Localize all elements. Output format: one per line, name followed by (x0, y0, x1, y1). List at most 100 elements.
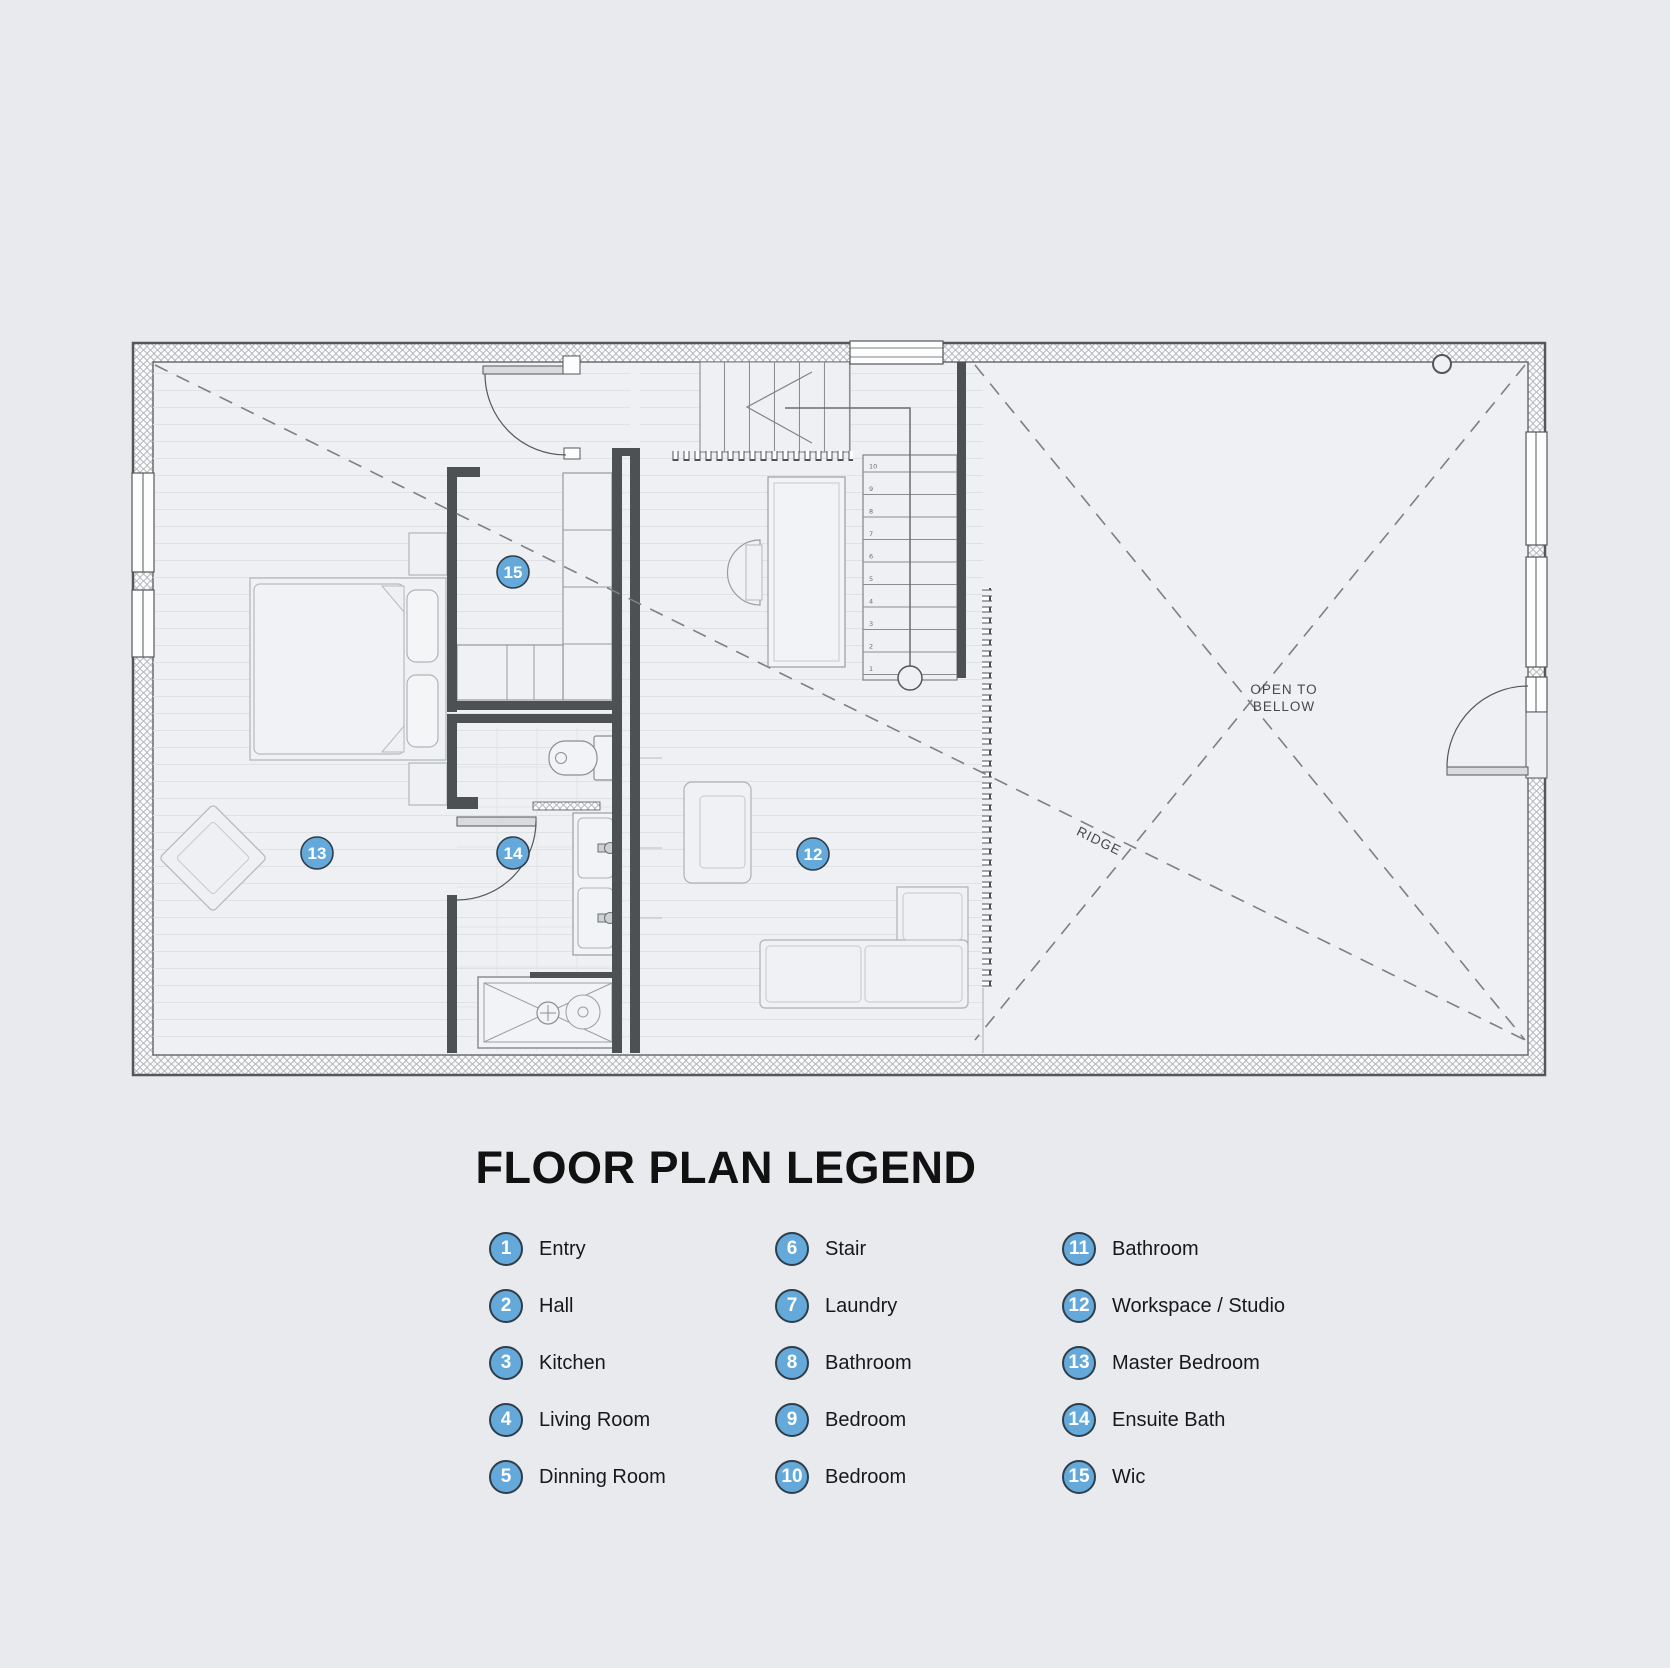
legend-label-kitchen: Kitchen (539, 1351, 606, 1374)
windows-right (1525, 431, 1548, 713)
fixture-centerlines (640, 757, 662, 919)
nightstand (408, 532, 448, 576)
hall-door (482, 365, 567, 456)
legend-label-bedroom-9: Bedroom (825, 1408, 907, 1431)
legend-item-workspace-studio: 12 Workspace / Studio (1062, 1289, 1285, 1323)
legend-badge-7: 7 (775, 1289, 809, 1323)
stair-step-numbers: 1 2 3 4 5 6 7 8 9 10 (869, 463, 877, 674)
legend-badge-12: 12 (1062, 1289, 1096, 1323)
legend-badge-15: 15 (1062, 1460, 1096, 1494)
room-marker-12-number: 12 (804, 845, 823, 864)
legend-badge-8: 8 (775, 1346, 809, 1380)
legend-item-hall: 2 Hall (489, 1289, 666, 1323)
legend-column-3: 11 Bathroom 12 Workspace / Studio 13 Mas… (1062, 1232, 1285, 1517)
desk-chair (726, 539, 763, 606)
legend-item-master-bedroom: 13 Master Bedroom (1062, 1346, 1285, 1380)
ensuite-door (456, 816, 537, 901)
windows-left (131, 472, 155, 658)
bed (249, 577, 447, 761)
stair-step-number: 2 (869, 643, 873, 651)
legend-badge-11: 11 (1062, 1232, 1096, 1266)
legend-badge-2: 2 (489, 1289, 523, 1323)
stair-step-number: 9 (869, 485, 873, 493)
legend-label-bathroom-8: Bathroom (825, 1351, 912, 1374)
legend-label-bathroom-11: Bathroom (1112, 1237, 1199, 1260)
door-jamb (563, 447, 581, 460)
legend-item-dinning-room: 5 Dinning Room (489, 1460, 666, 1494)
stair-step-number: 7 (869, 530, 873, 538)
column-symbol (1432, 354, 1452, 374)
legend-badge-14: 14 (1062, 1403, 1096, 1437)
room-marker-13-number: 13 (308, 844, 327, 863)
room-marker-14-number: 14 (504, 844, 523, 863)
legend-badge-4: 4 (489, 1403, 523, 1437)
legend-badge-10: 10 (775, 1460, 809, 1494)
legend-label-dinning-room: Dinning Room (539, 1465, 666, 1488)
legend-badge-3: 3 (489, 1346, 523, 1380)
legend-column-2: 6 Stair 7 Laundry 8 Bathroom 9 Bedroom 1… (775, 1232, 912, 1517)
legend-label-entry: Entry (539, 1237, 586, 1260)
interior-walls (447, 362, 966, 1053)
open-to-below-label-line2: BELLOW (1253, 699, 1315, 714)
room-marker-12: 12 (796, 837, 830, 871)
room-marker-13: 13 (300, 836, 334, 870)
open-to-below-label-line1: OPEN TO (1250, 682, 1317, 697)
legend-item-bedroom-9: 9 Bedroom (775, 1403, 912, 1437)
workspace-armchair (683, 781, 752, 884)
stair-step-number: 6 (869, 553, 873, 561)
bedroom-armchair (160, 805, 266, 911)
toilet (548, 735, 618, 781)
closet-shelving (456, 472, 613, 701)
exterior-door-right (1446, 685, 1548, 779)
legend-badge-5: 5 (489, 1460, 523, 1494)
legend-item-bedroom-10: 10 Bedroom (775, 1460, 912, 1494)
sofa (759, 886, 969, 1009)
railing-balusters-top (668, 451, 853, 461)
legend-label-master-bedroom: Master Bedroom (1112, 1351, 1260, 1374)
nightstand (408, 762, 448, 806)
stair-step-number: 3 (869, 620, 873, 628)
legend-badge-1: 1 (489, 1232, 523, 1266)
desk (767, 476, 846, 668)
pillow (406, 589, 439, 663)
legend-label-laundry: Laundry (825, 1294, 898, 1317)
shower (477, 976, 619, 1049)
legend-label-ensuite-bath: Ensuite Bath (1112, 1408, 1226, 1431)
stair-step-number: 8 (869, 508, 873, 516)
legend-item-stair: 6 Stair (775, 1232, 912, 1266)
legend-item-living-room: 4 Living Room (489, 1403, 666, 1437)
room-marker-14: 14 (496, 836, 530, 870)
stair-step-number: 10 (869, 463, 877, 471)
legend-item-bathroom-11: 11 Bathroom (1062, 1232, 1285, 1266)
legend-label-hall: Hall (539, 1294, 574, 1317)
vanity-sinks (572, 812, 619, 956)
stair-rail (785, 407, 911, 678)
room-marker-15-number: 15 (504, 563, 523, 582)
legend-item-ensuite-bath: 14 Ensuite Bath (1062, 1403, 1285, 1437)
legend-label-wic: Wic (1112, 1465, 1146, 1488)
legend-column-1: 1 Entry 2 Hall 3 Kitchen 4 Living Room 5… (489, 1232, 666, 1517)
legend-label-bedroom-10: Bedroom (825, 1465, 907, 1488)
legend-label-workspace-studio: Workspace / Studio (1112, 1294, 1286, 1317)
stair-step-number: 1 (869, 665, 873, 673)
stair-newel-post (897, 665, 923, 691)
pony-wall (532, 801, 601, 811)
legend-item-bathroom-8: 8 Bathroom (775, 1346, 912, 1380)
legend-item-wic: 15 Wic (1062, 1460, 1285, 1494)
stair-break-arrow (745, 371, 813, 444)
dashed-lines (154, 364, 1526, 1041)
railing-balusters-right (982, 588, 992, 988)
legend-item-laundry: 7 Laundry (775, 1289, 912, 1323)
legend-label-living-room: Living Room (539, 1408, 651, 1431)
legend-badge-13: 13 (1062, 1346, 1096, 1380)
room-marker-15: 15 (496, 555, 530, 589)
legend-badge-9: 9 (775, 1403, 809, 1437)
stair-step-number: 5 (869, 575, 873, 583)
ridge-line (154, 364, 1526, 1041)
door-jamb (562, 355, 581, 375)
shower-head (565, 994, 601, 1030)
legend-title: FLOOR PLAN LEGEND (475, 1142, 977, 1193)
stair-step-number: 4 (869, 598, 873, 606)
